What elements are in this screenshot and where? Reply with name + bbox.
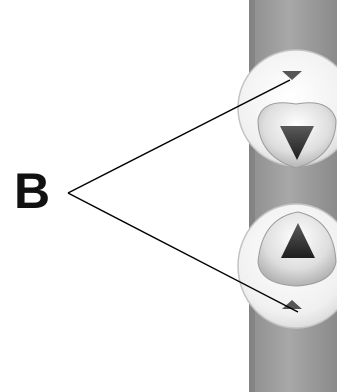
down-arrow-button-icon bbox=[280, 126, 314, 160]
leader-line-lower bbox=[67, 192, 299, 313]
up-arrow-button[interactable] bbox=[237, 203, 337, 329]
down-button[interactable] bbox=[237, 49, 337, 169]
callout-label: B bbox=[14, 163, 51, 219]
up-arrow-button-icon bbox=[281, 223, 315, 258]
leader-line-upper bbox=[67, 79, 291, 194]
callout-leaders bbox=[67, 79, 299, 313]
down-arrow-indicator-icon bbox=[282, 71, 302, 80]
